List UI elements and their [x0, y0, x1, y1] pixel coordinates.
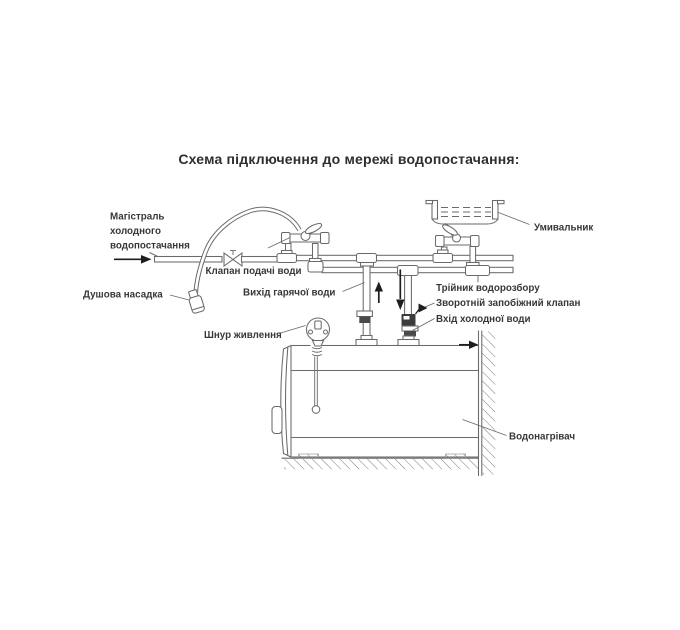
- basin-lip-left: [425, 199, 434, 205]
- shutoff-valve-left: [223, 251, 234, 268]
- distribution-tee: [464, 264, 491, 277]
- shower-cold-tee: [276, 252, 298, 264]
- label-cold-main-3: водопостачання: [110, 241, 190, 252]
- diagram-title: Схема підключення до мережі водопостачан…: [178, 151, 519, 167]
- labels: Магістраль холодного водопостачання Душо…: [83, 212, 593, 443]
- cold-union-nut: [404, 331, 416, 337]
- shutoff-valve-right: [232, 251, 243, 268]
- label-cold-main-1: Магістраль: [110, 212, 164, 223]
- plug-hole-right: [322, 329, 329, 335]
- check-valve-leader: [424, 302, 435, 308]
- label-sink: Умивальник: [534, 223, 593, 234]
- label-power-cord: Шнур живлення: [204, 330, 282, 341]
- heater-leader: [462, 419, 507, 436]
- cold-drop-tee: [396, 264, 419, 277]
- check-valve-flag: [418, 303, 428, 313]
- cold-in-leader: [412, 318, 435, 331]
- basin-bottom: [431, 218, 499, 225]
- sink-hot-tee: [432, 252, 454, 264]
- label-heater: Водонагрівач: [509, 432, 575, 443]
- power-leader: [278, 325, 306, 334]
- basin-wall-left: [431, 199, 439, 220]
- shower-hose: [193, 206, 302, 293]
- label-cold-main-2: холодного: [110, 226, 161, 237]
- sink-basin: [425, 199, 505, 225]
- wall-hatch: [482, 331, 496, 475]
- shower-mixer-lever: [304, 222, 323, 235]
- shower-head: [188, 289, 205, 314]
- cold-water-drop: [396, 264, 428, 347]
- plug-hole-left: [307, 329, 314, 335]
- shower-elbow: [307, 260, 324, 273]
- shower-mixer-cap-right: [319, 231, 330, 245]
- mixer-leader-line: [267, 237, 291, 249]
- water-heater-tank: [271, 340, 480, 459]
- hot-out-leader: [342, 282, 365, 292]
- hot-water-riser: [355, 252, 383, 347]
- hot-flange-base: [355, 338, 378, 347]
- hot-riser-collar: [359, 261, 375, 267]
- probe-ball: [311, 405, 321, 414]
- street-supply: [114, 250, 280, 268]
- shower-head-leader: [169, 294, 190, 301]
- shower-mixer: [267, 222, 330, 273]
- tank-body: [290, 344, 480, 458]
- check-valve-body: [401, 314, 416, 326]
- supply-pipe-left: [153, 255, 223, 263]
- label-check-valve: Зворотній запобіжний клапан: [436, 298, 580, 309]
- sink-leader: [498, 212, 530, 225]
- hot-riser-union-nut: [359, 316, 371, 323]
- up-arrow-head: [374, 281, 383, 292]
- check-valve-detail: [403, 316, 410, 320]
- cord-coil: [311, 347, 323, 357]
- label-cold-in: Вхід холодної води: [436, 314, 531, 325]
- sink-mixer-lever: [442, 224, 458, 236]
- cold-flange-base: [397, 338, 420, 347]
- tank-foot-left: [298, 453, 319, 459]
- cord-mask: [310, 343, 322, 357]
- sink-mixer: [432, 222, 491, 277]
- wall-mount-arrow-head: [469, 340, 479, 349]
- label-hot-out: Вихід гарячої води: [243, 288, 335, 299]
- tank-foot-right: [445, 453, 466, 459]
- flow-arrow-head: [141, 255, 152, 264]
- down-arrow-head: [396, 299, 405, 310]
- basin-wall-right: [491, 199, 499, 220]
- wall: [477, 330, 496, 476]
- sink-mixer-cap-right: [469, 234, 480, 248]
- power-plug: [305, 317, 331, 414]
- hot-riser-union: [356, 310, 373, 318]
- plug-slot: [314, 320, 322, 330]
- hot-riser-tee: [355, 252, 378, 264]
- plug-neck: [311, 339, 325, 347]
- shower-head-body: [188, 295, 205, 314]
- floor-hatch: [284, 458, 479, 470]
- sink-mixer-cap-left: [434, 234, 445, 248]
- label-supply-valve: Клапан подачі води: [206, 266, 302, 277]
- label-shower-head: Душова насадка: [83, 290, 163, 301]
- tank-left-cap: [280, 345, 292, 458]
- shower-head-face: [192, 305, 205, 311]
- supply-pipe-right: [240, 255, 280, 263]
- basin-lip-right: [496, 199, 505, 205]
- hot-riser-pipe: [362, 261, 371, 341]
- label-tee: Трійник водорозбору: [436, 283, 540, 294]
- tank-left-cap-inner: [285, 347, 289, 456]
- floor: [281, 457, 479, 470]
- tank-side-panel: [271, 405, 283, 435]
